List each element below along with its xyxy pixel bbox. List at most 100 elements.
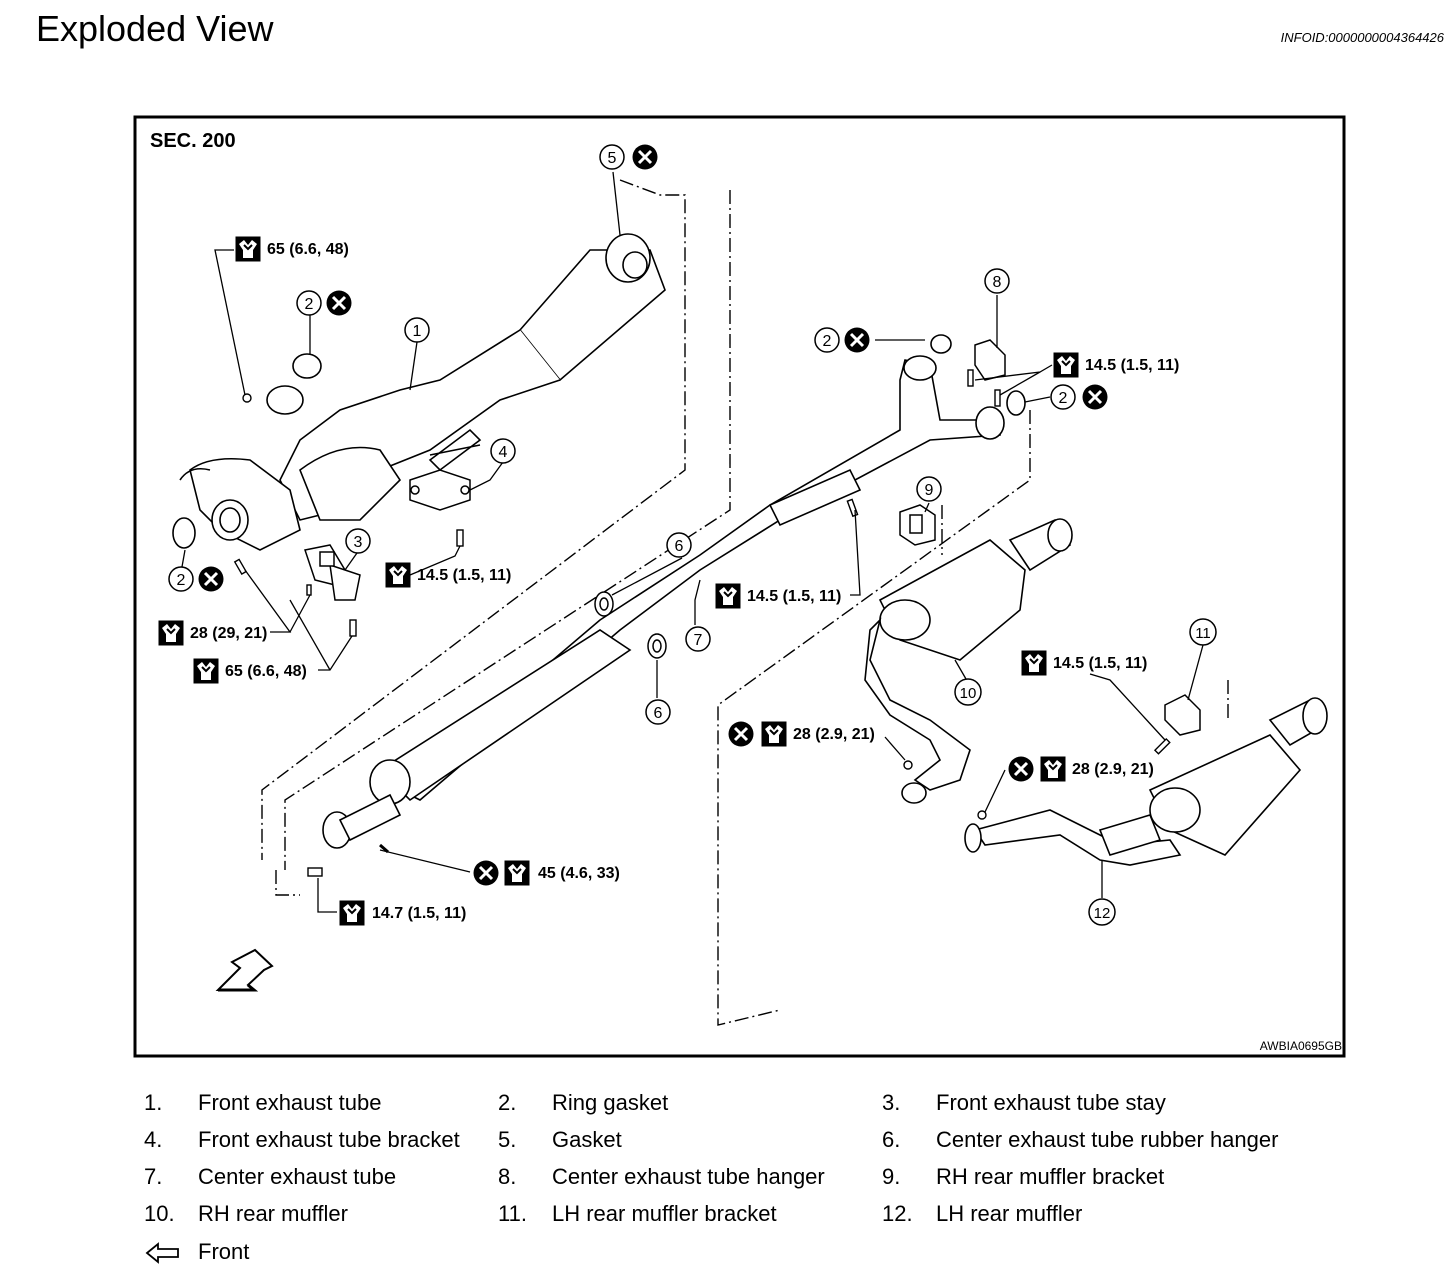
lh-muffler-bracket-drawing — [1164, 694, 1201, 736]
torque-label: 14.5 (1.5, 11) — [747, 588, 841, 605]
svg-text:2: 2 — [305, 296, 314, 313]
callout-2a: 2 — [296, 290, 322, 316]
callout-12: 12 — [1088, 898, 1116, 926]
callout-9: 9 — [916, 476, 942, 502]
callout-7: 7 — [685, 626, 711, 652]
svg-text:6: 6 — [654, 705, 663, 722]
torque-wrench-icon — [715, 583, 741, 609]
callout-2b: 2 — [168, 566, 194, 592]
rubber-hangers-drawing — [594, 591, 667, 659]
legend-row: 1. Front exhaust tube 2. Ring gasket 3. … — [144, 1088, 1344, 1118]
replace-symbol — [1082, 384, 1108, 410]
front-exhaust-tube-drawing — [179, 233, 666, 551]
svg-text:1: 1 — [413, 323, 422, 340]
legend-number: 12. — [882, 1201, 913, 1226]
legend-front-label: Front — [198, 1239, 250, 1264]
replace-symbol — [326, 290, 352, 316]
torque-label: 28 (29, 21) — [190, 625, 267, 642]
torque-label: 28 (2.9, 21) — [793, 726, 875, 743]
torque-wrench-icon — [1053, 352, 1079, 378]
front-arrow-icon — [145, 1242, 179, 1264]
legend-row: 10. RH rear muffler 11. LH rear muffler … — [144, 1199, 1344, 1229]
callout-2d: 2 — [1050, 384, 1076, 410]
callout-10: 10 — [954, 678, 982, 706]
svg-text:4: 4 — [499, 444, 508, 461]
torque-wrench-icon — [385, 562, 411, 588]
rh-rear-muffler-drawing — [864, 518, 1073, 804]
front-tube-stay-drawing — [304, 544, 361, 601]
torque-label: 45 (4.6, 33) — [538, 865, 620, 882]
center-exhaust-tube-drawing — [322, 355, 1005, 849]
torque-label: 14.5 (1.5, 11) — [417, 567, 511, 584]
torque-wrench-icon — [761, 721, 787, 747]
torque-wrench-icon — [1021, 650, 1047, 676]
replace-symbol — [844, 327, 870, 353]
callout-4: 4 — [490, 438, 516, 464]
torque-label: 65 (6.6, 48) — [267, 241, 349, 258]
legend-number: 9. — [882, 1164, 901, 1189]
torque-wrench-icon — [504, 860, 530, 886]
leader-lines — [179, 171, 1204, 913]
replace-symbol — [632, 144, 658, 170]
torque-label: 14.5 (1.5, 11) — [1085, 357, 1179, 374]
replace-symbol — [198, 566, 224, 592]
section-label: SEC. 200 — [150, 130, 236, 152]
torque-wrench-icon — [235, 236, 261, 262]
torque-label: 28 (2.9, 21) — [1072, 761, 1154, 778]
svg-text:12: 12 — [1094, 905, 1111, 922]
svg-text:8: 8 — [993, 274, 1002, 291]
torque-wrench-icon — [339, 900, 365, 926]
ring-gasket-upper — [292, 353, 322, 379]
ring-gasket-lower — [172, 517, 196, 549]
svg-text:2: 2 — [1059, 390, 1068, 407]
torque-label: 14.7 (1.5, 11) — [372, 905, 466, 922]
figure-code: AWBIA0695GB — [1260, 1039, 1342, 1053]
torque-label: 14.5 (1.5, 11) — [1053, 655, 1147, 672]
alignment-guides — [261, 179, 1229, 1026]
callout-6a: 6 — [666, 532, 692, 558]
legend-row: Front — [144, 1237, 1344, 1267]
ring-gasket-center — [930, 334, 952, 354]
front-tube-bracket-drawing — [409, 444, 481, 511]
torque-wrench-icon — [193, 658, 219, 684]
torque-labels: 65 (6.6, 48) 14.5 (1.5, 11) 28 (29, 21) … — [158, 236, 1179, 926]
svg-text:7: 7 — [694, 632, 703, 649]
callout-2c: 2 — [814, 327, 840, 353]
replace-symbol — [473, 860, 499, 886]
callout-3: 3 — [345, 528, 371, 554]
legend-number: 11. — [498, 1201, 527, 1226]
svg-text:11: 11 — [1195, 625, 1211, 642]
callout-5: 5 — [599, 144, 625, 170]
callout-1: 1 — [404, 317, 430, 343]
svg-text:9: 9 — [925, 482, 934, 499]
legend-number: 3. — [882, 1090, 901, 1115]
rh-muffler-bracket-drawing — [899, 504, 936, 546]
legend-text: Gasket — [552, 1127, 622, 1152]
callout-6b: 6 — [645, 699, 671, 725]
center-hanger-drawing — [974, 339, 1006, 381]
legend-row: 4. Front exhaust tube bracket 5. Gasket … — [144, 1125, 1344, 1155]
callouts: 1 2 2 2 2 3 4 5 6 6 7 8 9 10 11 12 — [168, 144, 1217, 926]
lh-rear-muffler-drawing — [964, 697, 1328, 866]
callout-8: 8 — [984, 268, 1010, 294]
svg-text:5: 5 — [608, 150, 617, 167]
svg-text:2: 2 — [177, 572, 186, 589]
legend-number: 2. — [498, 1090, 517, 1115]
legend-text: LH rear muffler — [936, 1201, 1083, 1226]
legend-number: 10. — [144, 1201, 175, 1226]
legend-number: 5. — [498, 1127, 517, 1152]
svg-text:2: 2 — [823, 333, 832, 350]
diagram-frame — [133, 115, 1346, 1058]
legend-text: Center exhaust tube hanger — [552, 1164, 825, 1189]
replace-symbol — [728, 721, 754, 747]
legend-number: 7. — [144, 1164, 163, 1189]
legend-number: 4. — [144, 1127, 163, 1152]
svg-text:6: 6 — [675, 538, 684, 555]
legend-number: 1. — [144, 1090, 163, 1115]
svg-text:3: 3 — [354, 534, 363, 551]
torque-label: 65 (6.6, 48) — [225, 663, 307, 680]
torque-wrench-icon — [1040, 756, 1066, 782]
legend-text: Front exhaust tube bracket — [198, 1127, 460, 1152]
exploded-view-diagram: SEC. 200 AWBIA0695GB — [133, 115, 1346, 1058]
legend-text: RH rear muffler — [198, 1201, 348, 1226]
